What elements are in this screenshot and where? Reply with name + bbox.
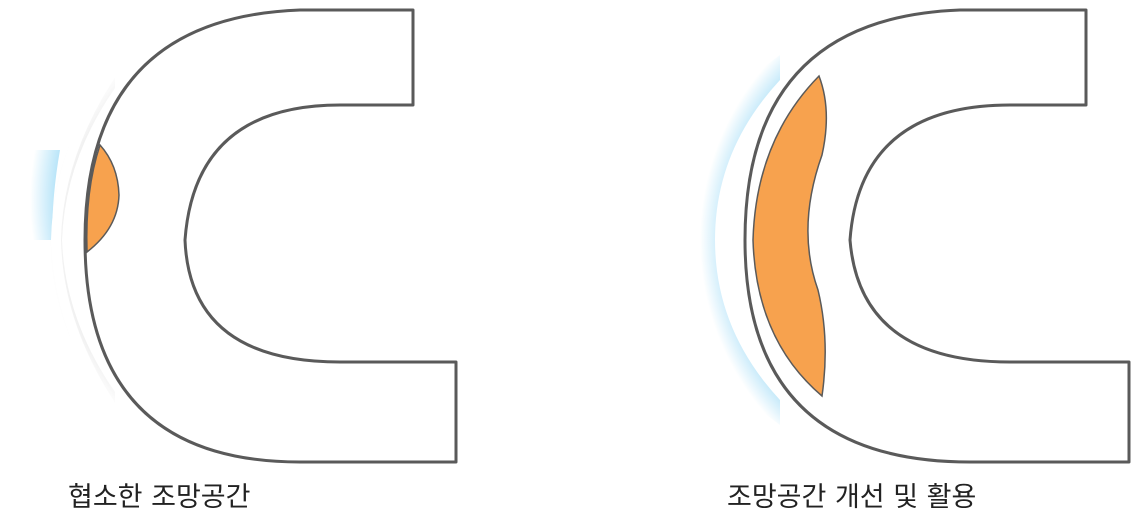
caption-narrow-view: 협소한 조망공간 [68,482,251,513]
improved-view-glow [660,55,780,425]
panel-right [660,8,1131,464]
gap-arc [50,61,123,419]
narrow-view-area [86,143,120,254]
improved-view-area [752,74,828,398]
narrow-view-glow [0,150,60,240]
panel-left [0,8,458,464]
c-building-right [743,8,1131,464]
c-building-left [83,8,458,464]
caption-improved-view: 조망공간 개선 및 활용 [727,482,977,513]
